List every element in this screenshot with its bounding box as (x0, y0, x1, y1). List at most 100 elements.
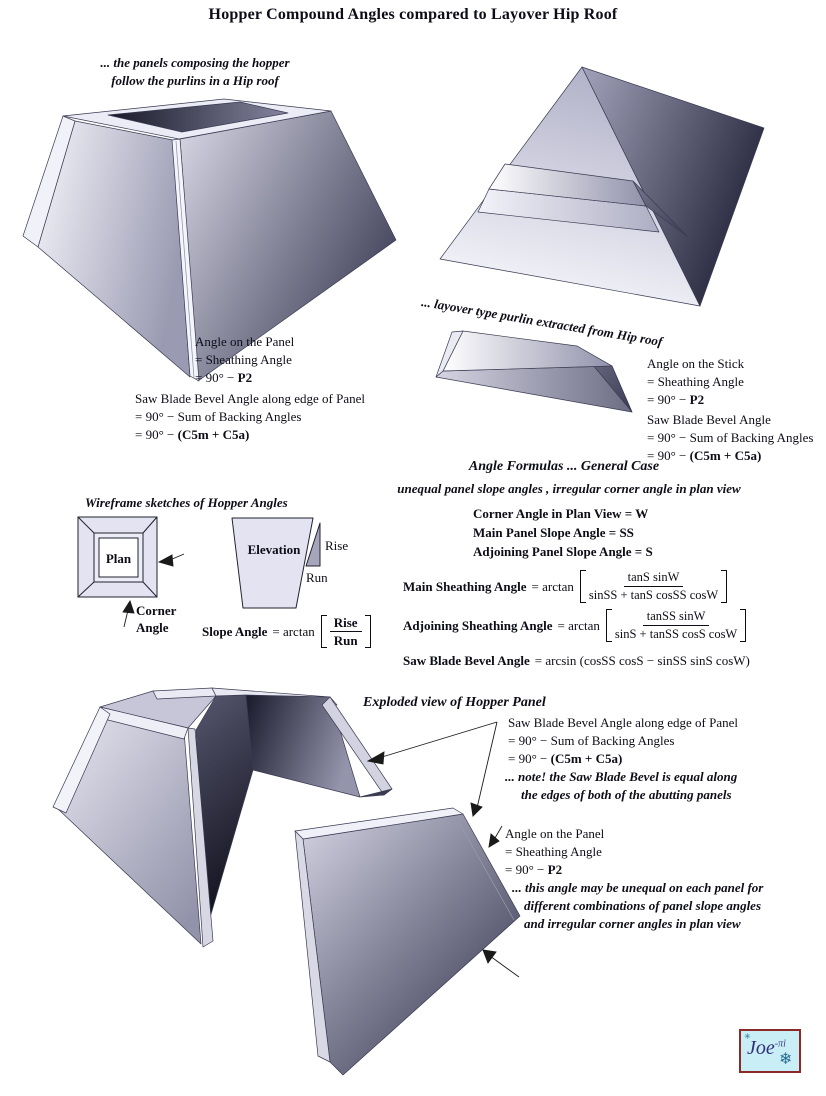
joe-logo: ✳ Joe-πi ❄ (739, 1029, 801, 1073)
equation-variable: P2 (237, 370, 253, 385)
saw-blade-formula: Saw Blade Bevel Angle = arcsin (cosSS co… (403, 653, 752, 669)
numerator: tanS sinW (623, 570, 684, 587)
exploded-bevel-italic1: ... note! the Saw Blade Bevel is equal a… (505, 769, 738, 784)
denominator: Run (333, 633, 358, 648)
exploded-bevel-italic2: the edges of both of the abutting panels (521, 787, 732, 802)
page-title: Hopper Compound Angles compared to Layov… (208, 6, 618, 23)
stick-angle-note: Angle on the Stick = Sheathing Angle = 9… (647, 355, 744, 409)
angle-definitions: Corner Angle in Plan View = W Main Panel… (473, 504, 653, 561)
denominator: sinSS + tanS cosSS cosW (588, 588, 719, 602)
purlin-3d (435, 330, 633, 413)
hopper-caption-line2: follow the purlins in a Hip roof (111, 73, 279, 88)
fraction: tanSS sinW sinS + tanSS cosS cosW (615, 609, 737, 642)
equation-variable: (C5m + C5a) (550, 751, 623, 766)
logo-name: Joe (747, 1037, 775, 1059)
equation-variable: (C5m + C5a) (177, 427, 250, 442)
left-bracket (605, 609, 612, 642)
numerator: Rise (329, 615, 362, 632)
formula-value: = arcsin (cosSS cosS − sinSS sinS cosW) (534, 653, 750, 668)
exploded-assembly (52, 687, 393, 948)
note-line: Angle on the Stick (647, 356, 745, 371)
exploded-angle-note: Angle on the Panel = Sheathing Angle = 9… (505, 825, 604, 879)
numerator: tanSS sinW (642, 609, 710, 626)
corner-angle-line2: Angle (136, 620, 169, 635)
wireframe-heading: Wireframe sketches of Hopper Angles (85, 495, 288, 510)
note-line: = 90° − P2 (647, 391, 744, 409)
equation-variable: P2 (547, 862, 563, 877)
note-line: = 90° − (C5m + C5a) (647, 447, 813, 465)
corner-angle-label: Corner Angle (136, 602, 176, 636)
note-line: = 90° − Sum of Backing Angles (135, 409, 302, 424)
run-label: Run (306, 570, 328, 585)
annotation-arrows (122, 553, 520, 978)
arrow-to-plan-side (157, 554, 174, 567)
formula-label: Main Sheathing Angle (403, 578, 527, 594)
equation-prefix: = 90° − (505, 862, 548, 877)
note-line: Saw Blade Bevel Angle (647, 412, 771, 427)
note-line: Saw Blade Bevel Angle along edge of Pane… (508, 715, 738, 730)
elevation-label: Elevation (247, 542, 301, 557)
rise-label: Rise (325, 538, 349, 553)
snowflake-icon: ❄ (779, 1049, 793, 1068)
note-line: = 90° − Sum of Backing Angles (508, 733, 675, 748)
equation-variable: P2 (689, 392, 705, 407)
right-bracket (740, 609, 747, 642)
fraction: Rise Run (329, 615, 362, 648)
hopper-3d (22, 98, 397, 382)
formula-operator: = arctan (531, 578, 574, 594)
definition-line: Adjoining Panel Slope Angle = S (473, 544, 653, 559)
hopper-caption: ... the panels composing the hopper foll… (75, 54, 315, 90)
equation-prefix: = 90° − (647, 448, 690, 463)
rise-run-triangle (305, 522, 321, 567)
note-line: = Sheathing Angle (647, 374, 744, 389)
plan-sketch (77, 516, 158, 598)
equation-variable: (C5m + C5a) (689, 448, 762, 463)
hopper-caption-line1: ... the panels composing the hopper (100, 55, 290, 70)
definition-line: Main Panel Slope Angle = SS (473, 525, 634, 540)
elevation-sketch (231, 517, 321, 609)
adjoining-sheathing-formula: Adjoining Sheathing Angle = arctan tanSS… (403, 609, 747, 642)
formula-operator: = arctan (272, 623, 315, 639)
snowflake-icon: ✳ (744, 1032, 751, 1041)
exploded-angle-italic1: ... this angle may be unequal on each pa… (512, 880, 764, 895)
note-line: = 90° − P2 (195, 369, 294, 387)
exploded-bevel-note: Saw Blade Bevel Angle along edge of Pane… (508, 714, 738, 768)
exploded-heading: Exploded view of Hopper Panel (363, 695, 546, 710)
equation-prefix: = 90° − (647, 392, 690, 407)
logo-text: Joe-πi (747, 1037, 786, 1060)
exploded-angle-italic3: and irregular corner angles in plan view (524, 916, 741, 931)
hopper-angle-note: Angle on the Panel = Sheathing Angle = 9… (195, 333, 294, 387)
equation-prefix: = 90° − (508, 751, 551, 766)
definition-line: Corner Angle in Plan View = W (473, 506, 649, 521)
arrow-to-panel-face (488, 833, 500, 848)
arrow-to-corner-angle (122, 599, 135, 614)
right-bracket (721, 570, 728, 603)
plan-label: Plan (105, 551, 132, 566)
main-sheathing-formula: Main Sheathing Angle = arctan tanS sinW … (403, 570, 728, 603)
equation-prefix: = 90° − (135, 427, 178, 442)
fraction: tanS sinW sinSS + tanS cosSS cosW (589, 570, 718, 603)
logo-superscript: -πi (774, 1038, 786, 1050)
formula-label: Saw Blade Bevel Angle (403, 653, 530, 668)
note-line: Angle on the Panel (195, 334, 295, 349)
right-bracket (364, 615, 371, 648)
note-line: Angle on the Panel (505, 826, 605, 841)
formulas-heading: Angle Formulas ... General Case (468, 459, 660, 474)
detached-panel (294, 807, 521, 1076)
left-bracket (320, 615, 327, 648)
hopper-bevel-note: Saw Blade Bevel Angle along edge of Pane… (135, 390, 365, 444)
denominator: sinS + tanSS cosS cosW (614, 627, 738, 641)
note-line: = 90° − P2 (505, 861, 604, 879)
slope-angle-formula: Slope Angle = arctan Rise Run (202, 615, 371, 648)
note-line: = Sheathing Angle (505, 844, 602, 859)
left-bracket (579, 570, 586, 603)
note-line: = 90° − (C5m + C5a) (508, 750, 738, 768)
arrow-to-assembly-edge (366, 751, 385, 765)
note-line: = Sheathing Angle (195, 352, 292, 367)
corner-angle-line1: Corner (136, 603, 177, 618)
arrow-to-panel-bottom (482, 949, 497, 964)
formula-label: Slope Angle (202, 623, 268, 639)
arrow-to-panel-edge (470, 802, 483, 817)
